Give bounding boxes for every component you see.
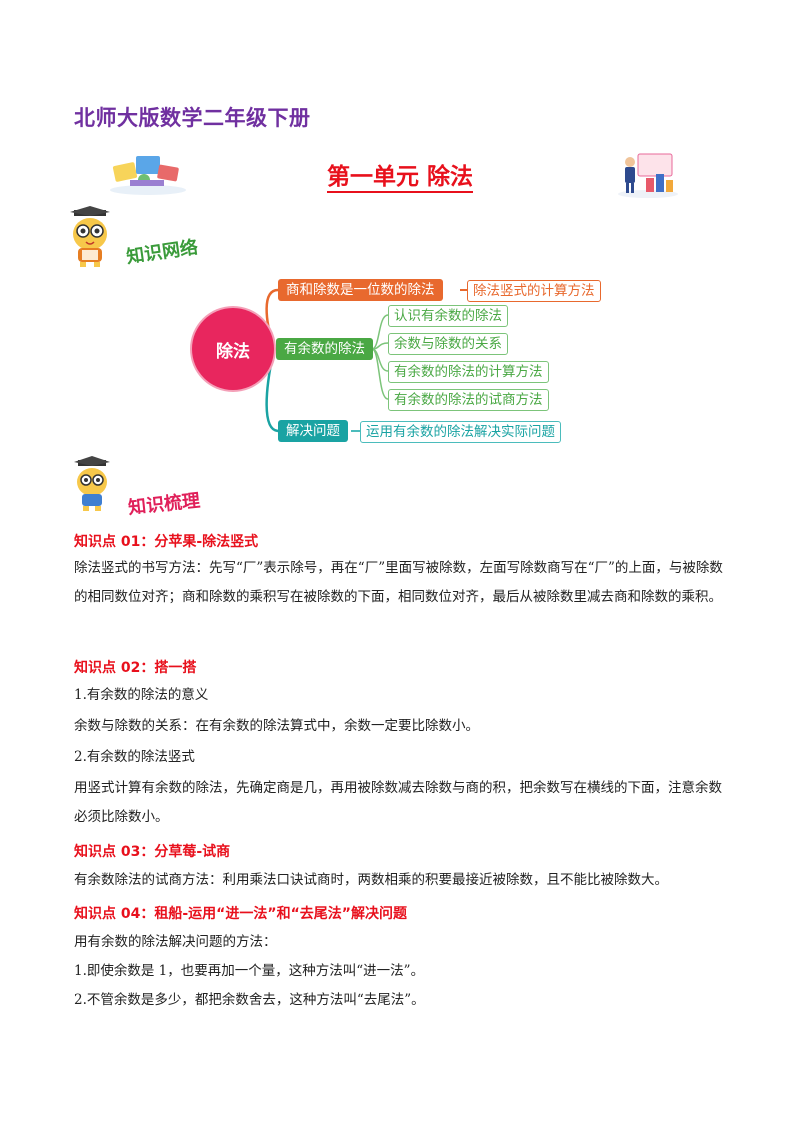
leaf-remainder-calc-method: 有余数的除法的计算方法 bbox=[388, 361, 549, 383]
knowledge-summary-tag: 知识梳理 bbox=[127, 490, 202, 519]
point-02-text1: 余数与除数的关系：在有余数的除法算式中，余数一定要比除数小。 bbox=[74, 718, 479, 734]
leaf-remainder-trial-quotient: 有余数的除法的试商方法 bbox=[388, 389, 549, 411]
point-02-sub1: 1.有余数的除法的意义 bbox=[74, 687, 209, 703]
unit-title: 第一单元 除法 bbox=[0, 157, 800, 193]
point-02-heading: 知识点 02：搭一搭 bbox=[74, 660, 197, 676]
branch-problem-solving: 解决问题 bbox=[278, 420, 348, 442]
study-illustration-right bbox=[618, 153, 678, 198]
point-04-item2: 2.不管余数是多少，都把余数舍去，这种方法叫“去尾法”。 bbox=[74, 992, 425, 1008]
branch-division-with-remainder: 有余数的除法 bbox=[276, 338, 373, 360]
series-title: 北师大版数学二年级下册 bbox=[74, 106, 311, 130]
leaf-remainder-divisor-relation: 余数与除数的关系 bbox=[388, 333, 508, 355]
point-04-intro: 用有余数的除法解决问题的方法： bbox=[74, 934, 277, 950]
owl-mascot-icon bbox=[70, 206, 110, 267]
branch-division-one-digit: 商和除数是一位数的除法 bbox=[278, 279, 443, 301]
point-04-heading: 知识点 04：租船-运用“进一法”和“去尾法”解决问题 bbox=[74, 906, 407, 922]
point-03-heading: 知识点 03：分草莓-试商 bbox=[74, 844, 231, 860]
study-illustration-left bbox=[110, 156, 186, 195]
point-04-item1: 1.即使余数是 1，也要再加一个量，这种方法叫“进一法”。 bbox=[74, 963, 425, 979]
point-02-text2: 用竖式计算有余数的除法，先确定商是几，再用被除数减去除数与商的积，把余数写在横线… bbox=[74, 780, 722, 825]
leaf-understand-remainder: 认识有余数的除法 bbox=[388, 305, 508, 327]
owl-mascot-icon bbox=[74, 456, 110, 511]
leaf-vertical-division-method: 除法竖式的计算方法 bbox=[467, 280, 601, 302]
point-02-sub2: 2.有余数的除法竖式 bbox=[74, 749, 195, 765]
point-03-text: 有余数除法的试商方法：利用乘法口诀试商时，两数相乘的积要最接近被除数，且不能比被… bbox=[74, 872, 668, 888]
leaf-apply-remainder-problems: 运用有余数的除法解决实际问题 bbox=[360, 421, 561, 443]
point-01-text: 除法竖式的书写方法：先写“厂”表示除号，再在“厂”里面写被除数，左面写除数商写在… bbox=[74, 560, 723, 605]
mindmap-connectors bbox=[265, 288, 467, 433]
point-01-heading: 知识点 01：分苹果-除法竖式 bbox=[74, 534, 259, 550]
mindmap-root: 除法 bbox=[192, 308, 274, 390]
